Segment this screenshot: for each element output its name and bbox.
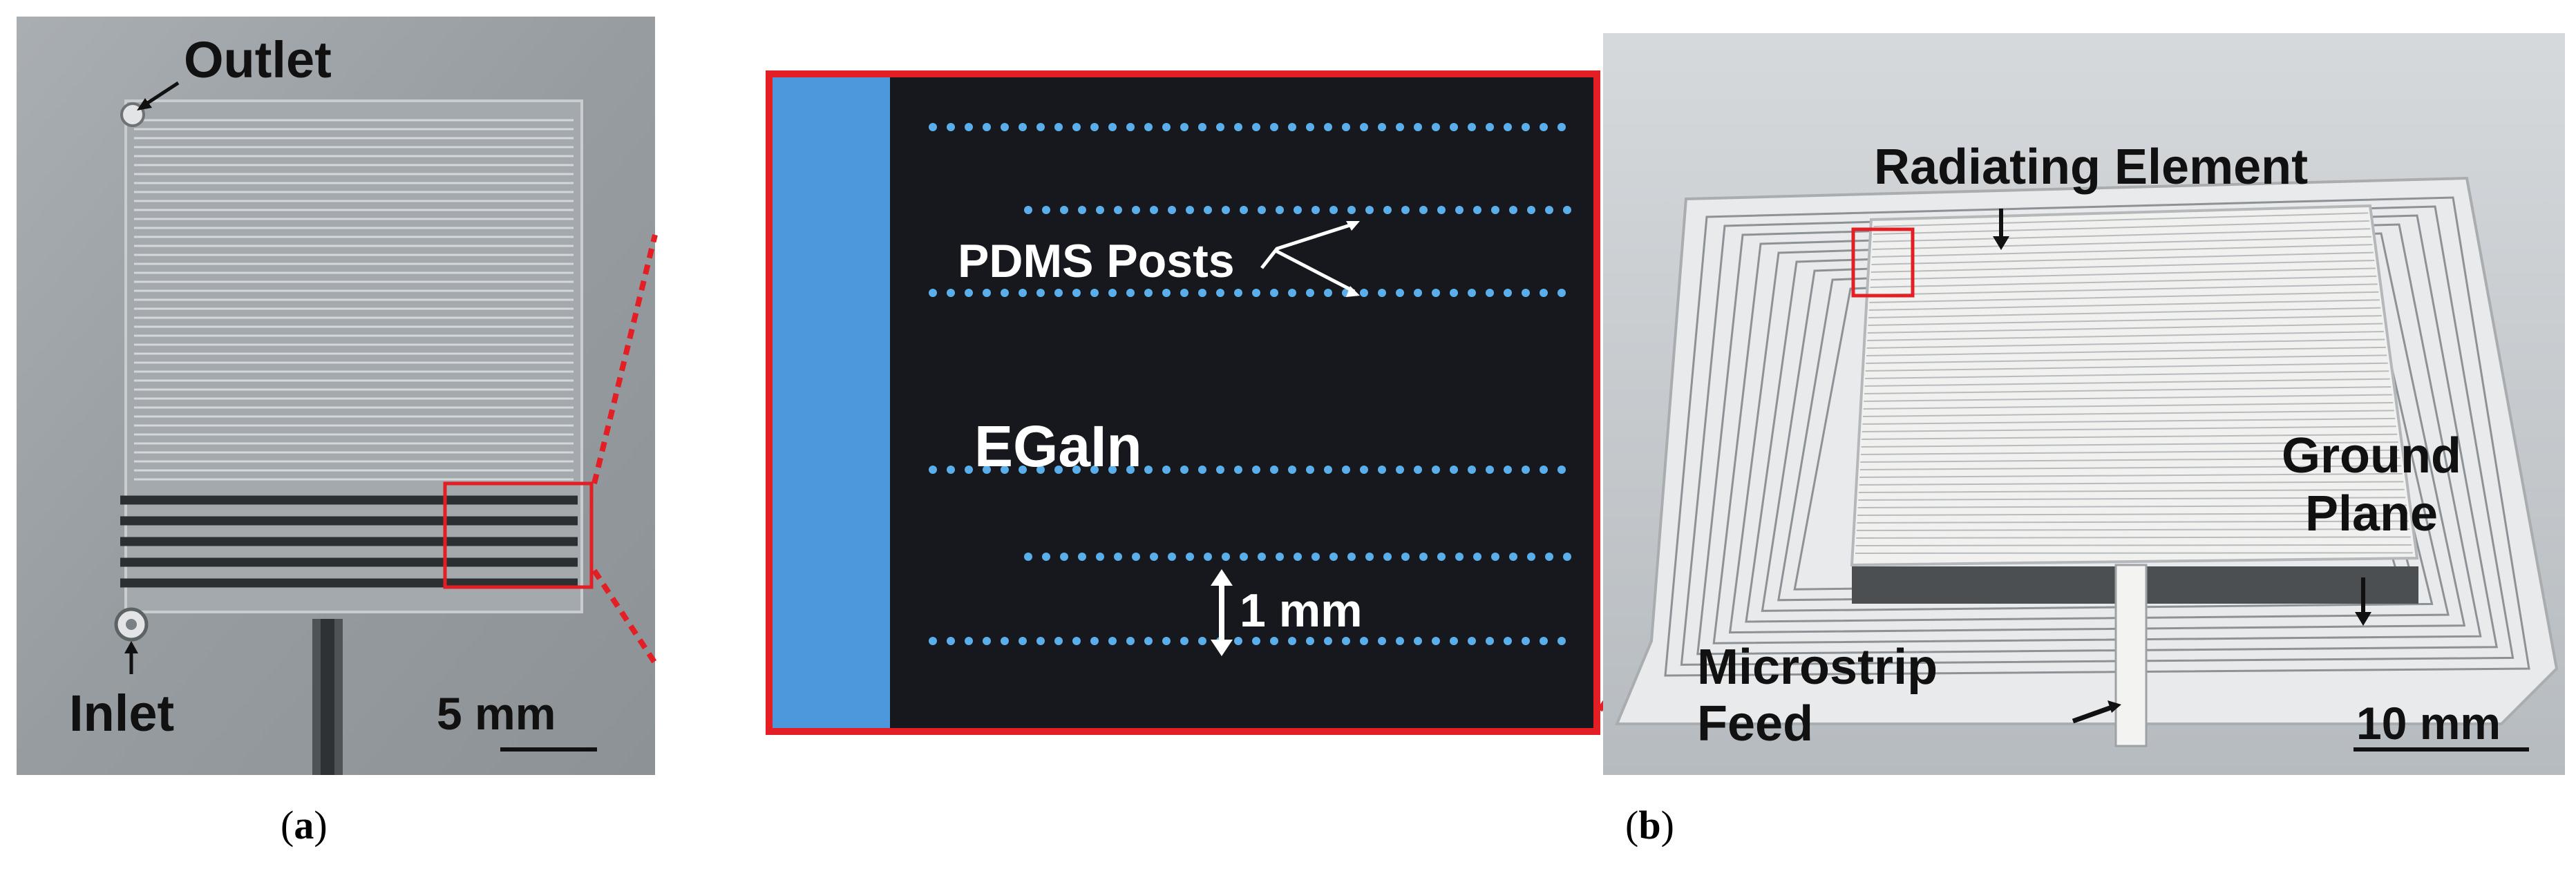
caption-a: (a) xyxy=(281,803,328,848)
ground-plane-label-line2: Plane xyxy=(2305,486,2438,542)
panel-b-scale-label: 10 mm xyxy=(2356,698,2501,749)
microstrip-feed-label-line1: Microstrip xyxy=(1697,640,1938,695)
panel-a-scale-label: 5 mm xyxy=(437,688,556,739)
post-array xyxy=(929,123,1571,656)
egain-label: EGaIn xyxy=(974,414,1142,479)
ground-plane-label-line1: Ground xyxy=(2282,428,2461,484)
microstrip-feed-label-line2: Feed xyxy=(1697,696,1814,752)
spacing-label: 1 mm xyxy=(1240,584,1363,637)
caption-b: (b) xyxy=(1625,803,1674,848)
radiating-element-label: Radiating Element xyxy=(1874,140,2309,195)
caption-a-letter: a xyxy=(294,803,314,848)
zoom-inset: PDMS Posts EGaIn 1 mm xyxy=(766,70,1600,735)
outlet-label: Outlet xyxy=(184,31,332,88)
pdms-posts-label: PDMS Posts xyxy=(958,235,1235,287)
inlet-label: Inlet xyxy=(69,685,175,742)
inset-channel-strip xyxy=(773,77,890,728)
panel-a-photo xyxy=(17,17,655,775)
panel-b-photo xyxy=(1603,33,2565,775)
caption-b-letter: b xyxy=(1638,803,1661,848)
